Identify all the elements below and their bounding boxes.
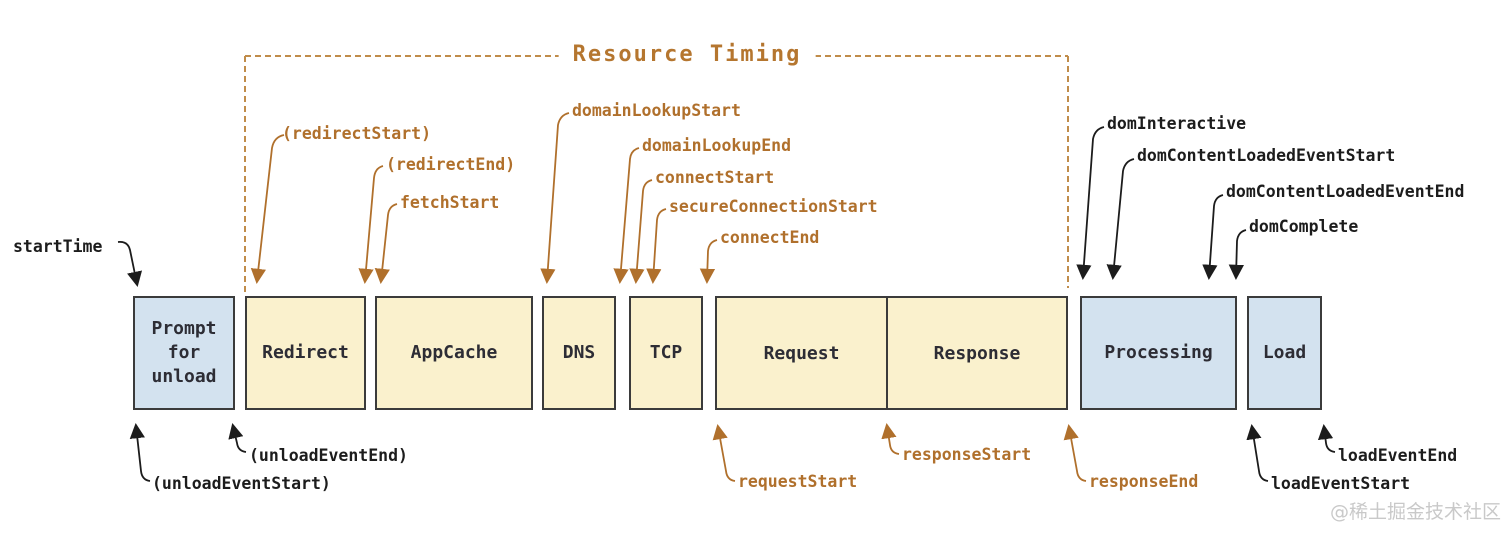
label-dom-complete: domComplete [1249, 217, 1359, 236]
phase-box-request: Request [717, 298, 888, 408]
arrow-start-time [117, 241, 143, 287]
arrow-redirect-end [358, 165, 384, 285]
label-response-end: responseEnd [1089, 472, 1199, 491]
arrow-load-event-start [1246, 423, 1269, 482]
phase-box-appcache: AppCache [375, 296, 533, 410]
label-connect-end: connectEnd [720, 228, 820, 247]
phase-label: DNS [562, 342, 596, 363]
watermark: @稀土掘金技术社区 [1330, 501, 1502, 523]
label-load-event-end: loadEventEnd [1338, 446, 1458, 465]
arrow-secure-connection-start [646, 208, 667, 285]
arrow-dom-content-loaded-event-end [1202, 194, 1224, 281]
arrow-response-end [1063, 423, 1087, 482]
label-dom-content-loaded-event-start: domContentLoadedEventStart [1137, 146, 1396, 165]
phase-box-redirect: Redirect [245, 296, 366, 410]
phase-label: Request [763, 342, 840, 364]
phase-label: Processing [1104, 342, 1213, 363]
label-unload-event-end: (unloadEventEnd) [249, 446, 408, 465]
label-request-start: requestStart [738, 472, 858, 491]
arrow-dom-interactive [1076, 126, 1105, 281]
arrow-domain-lookup-end [613, 147, 640, 285]
phase-label: Redirect [262, 342, 349, 363]
arrow-unload-event-end [228, 423, 247, 453]
arrow-fetch-start [374, 203, 398, 285]
label-redirect-start: (redirectStart) [282, 124, 432, 143]
label-fetch-start: fetchStart [400, 193, 500, 212]
phase-box-tcp: TCP [629, 296, 703, 410]
label-response-start: responseStart [902, 445, 1032, 464]
label-domain-lookup-end: domainLookupEnd [642, 136, 792, 155]
phase-label: Prompt for unload [151, 318, 217, 387]
arrow-response-start [881, 422, 900, 455]
phase-box-dns: DNS [542, 296, 616, 410]
label-load-event-start: loadEventStart [1271, 474, 1411, 493]
arrow-connect-end [699, 239, 718, 285]
phase-label: Load [1262, 342, 1307, 363]
arrow-domain-lookup-start [540, 112, 570, 285]
arrow-connect-start [629, 179, 653, 285]
resource-timing-title: Resource Timing [558, 42, 816, 67]
arrow-dom-complete [1228, 229, 1247, 281]
phase-box-response: Response [888, 298, 1066, 408]
phase-box-load: Load [1247, 296, 1322, 410]
phase-label: AppCache [410, 342, 498, 363]
arrow-dom-content-loaded-event-start [1106, 158, 1135, 281]
phase-box-request-response: Request Response [715, 296, 1068, 410]
label-dom-content-loaded-event-end: domContentLoadedEventEnd [1226, 182, 1465, 201]
label-connect-start: connectStart [655, 168, 775, 187]
phase-label: Response [933, 342, 1021, 364]
phase-label: TCP [649, 342, 683, 363]
phase-box-processing: Processing [1080, 296, 1237, 410]
label-domain-lookup-start: domainLookupStart [572, 101, 741, 120]
arrow-redirect-start [250, 134, 285, 285]
phase-box-prompt-for-unload: Prompt for unload [133, 296, 235, 410]
arrow-request-start [712, 423, 736, 482]
arrow-unload-event-start [129, 422, 151, 482]
arrow-load-event-end [1317, 423, 1336, 453]
label-start-time: startTime [13, 237, 103, 256]
label-redirect-end: (redirectEnd) [386, 155, 516, 174]
label-unload-event-start: (unloadEventStart) [152, 474, 331, 493]
label-secure-connection-start: secureConnectionStart [669, 197, 878, 216]
label-dom-interactive: domInteractive [1107, 114, 1247, 133]
